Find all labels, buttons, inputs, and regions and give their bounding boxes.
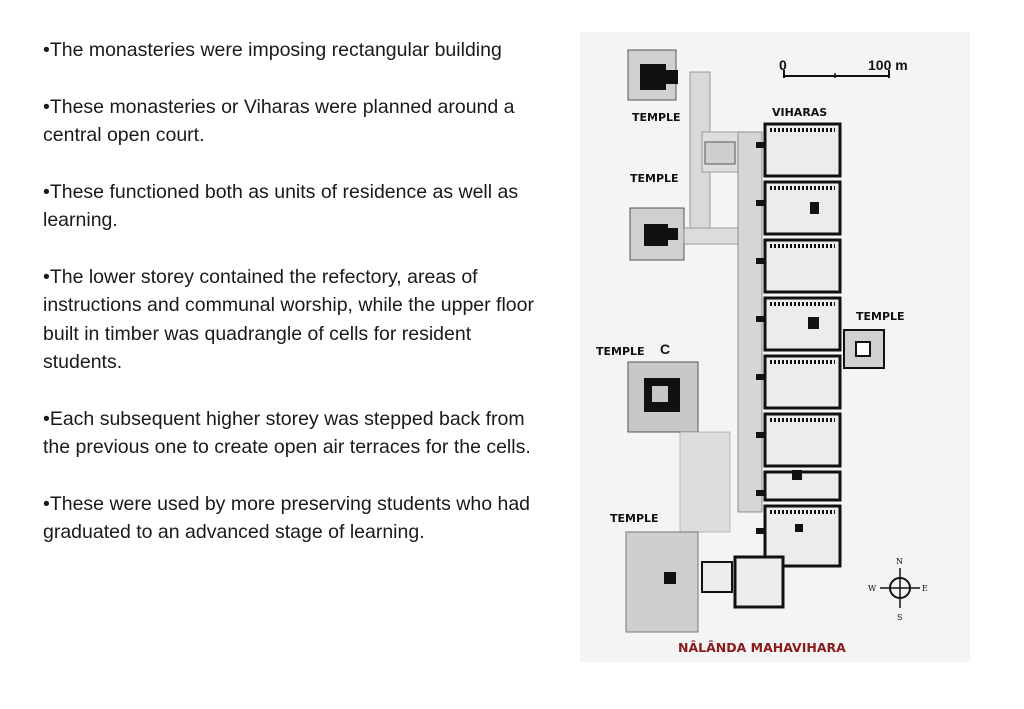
- temple-structure: [843, 329, 885, 369]
- compass-south: S: [897, 613, 902, 622]
- compass-north: N: [896, 557, 903, 566]
- bullet-item: •The lower storey contained the refector…: [43, 265, 534, 374]
- cell-hatching: [770, 128, 835, 514]
- temple-structure: [627, 361, 699, 433]
- scale-bar: 0 100 m: [779, 57, 908, 78]
- viharas-label: VIHARAS: [772, 106, 827, 119]
- vihara-block: [763, 180, 842, 236]
- temple-label: TEMPLE: [610, 512, 659, 525]
- vihara-block: [763, 296, 842, 352]
- vihara-block: [763, 412, 842, 468]
- scale-start-label: 0: [779, 57, 787, 73]
- map-caption: NĀLĀNDA MAHAVIHARA: [678, 640, 846, 655]
- vihara-block: [763, 122, 842, 178]
- temple-structure: [627, 49, 678, 101]
- vihara-block: [733, 555, 785, 609]
- ruins-area: [679, 431, 731, 533]
- vihara-row: [701, 122, 842, 609]
- small-structure: [704, 141, 736, 165]
- temple-mark: C: [660, 341, 670, 357]
- vihara-block: [701, 561, 733, 593]
- vihara-block: [763, 470, 842, 502]
- path-segment: [683, 227, 739, 245]
- bullet-item: •These were used by more preserving stud…: [43, 492, 531, 544]
- compass-west: W: [868, 584, 877, 593]
- temple-structure: [625, 531, 699, 633]
- temple-label: TEMPLE: [632, 111, 681, 124]
- vihara-block: [763, 238, 842, 294]
- site-plan-drawing: 0 100 m VIHARAS: [580, 32, 970, 662]
- compass-east: E: [922, 584, 928, 593]
- temple-label: TEMPLE: [630, 172, 679, 185]
- scale-end-label: 100 m: [868, 57, 908, 73]
- side-cells: [756, 142, 764, 534]
- vihara-shrines: [792, 202, 819, 532]
- bullet-item: •These functioned both as units of resid…: [43, 180, 519, 232]
- bullet-item: •The monasteries were imposing rectangul…: [43, 39, 502, 61]
- compass-icon: N S E W: [868, 557, 928, 622]
- temple-label: TEMPLE: [596, 345, 645, 358]
- bullet-item: •These monasteries or Viharas were plann…: [43, 95, 515, 147]
- bullet-item: •Each subsequent higher storey was stepp…: [43, 407, 531, 459]
- temple-label: TEMPLE: [856, 310, 905, 323]
- bullet-list: •The monasteries were imposing rectangul…: [43, 36, 543, 575]
- vihara-block: [763, 354, 842, 410]
- temple-structure: [629, 207, 685, 261]
- nalanda-site-plan: 0 100 m VIHARAS: [580, 32, 970, 662]
